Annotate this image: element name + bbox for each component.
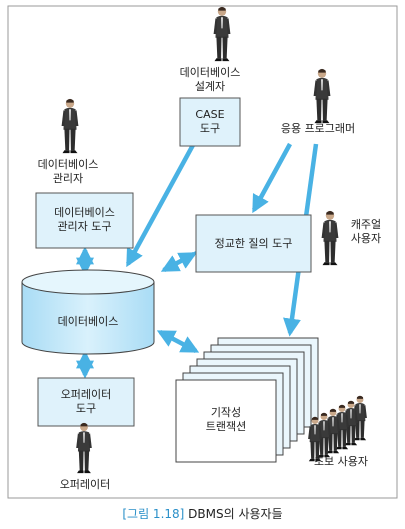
dba-tool-box: [35, 192, 134, 249]
figure-caption: [그림 1.18] DBMS의 사용자들: [0, 505, 405, 522]
person-icon: [213, 6, 231, 62]
arrow-db-transactions: [156, 330, 200, 353]
operator-tool-label: 오퍼레이터 도구: [60, 388, 112, 415]
query-tool-label: 정교한 질의 도구: [214, 237, 293, 250]
figure-number: [그림 1.18]: [122, 507, 185, 521]
operator-label: 오퍼레이터: [59, 478, 111, 491]
person-icon: [61, 98, 79, 154]
person-icon: [313, 68, 331, 124]
dba-tool-label: 데이터베이스 관리자 도구: [54, 206, 115, 233]
dba-label: 데이터베이스 관리자: [37, 158, 99, 185]
diagram-frame: [7, 5, 398, 499]
figure-title: DBMS의 사용자들: [188, 507, 283, 521]
case-tool-label: CASE 도구: [195, 108, 225, 135]
casual-user-label: 캐주얼 사용자: [350, 218, 382, 245]
arrow-case-to-db: [126, 143, 195, 268]
db-designer-label: 데이터베이스 설계자: [179, 66, 241, 93]
transaction-stack: [175, 337, 319, 463]
operator-tool-box: [37, 377, 135, 427]
app-programmer-label: 응용 프로그래머: [280, 122, 356, 135]
canned-transactions-label: 기작성 트랜잭션: [205, 406, 247, 433]
thin-connectors: [162, 251, 197, 270]
naive-user-label: 초보 사용자: [313, 455, 369, 468]
person-icon: [76, 422, 92, 474]
person-icon: [321, 210, 339, 266]
case-tool-box: [179, 97, 241, 147]
database-label: 데이터베이스: [57, 315, 119, 328]
query-tool-box: [195, 214, 312, 273]
database-cylinder: [21, 269, 155, 355]
arrow-programmer-to-query: [252, 142, 292, 214]
